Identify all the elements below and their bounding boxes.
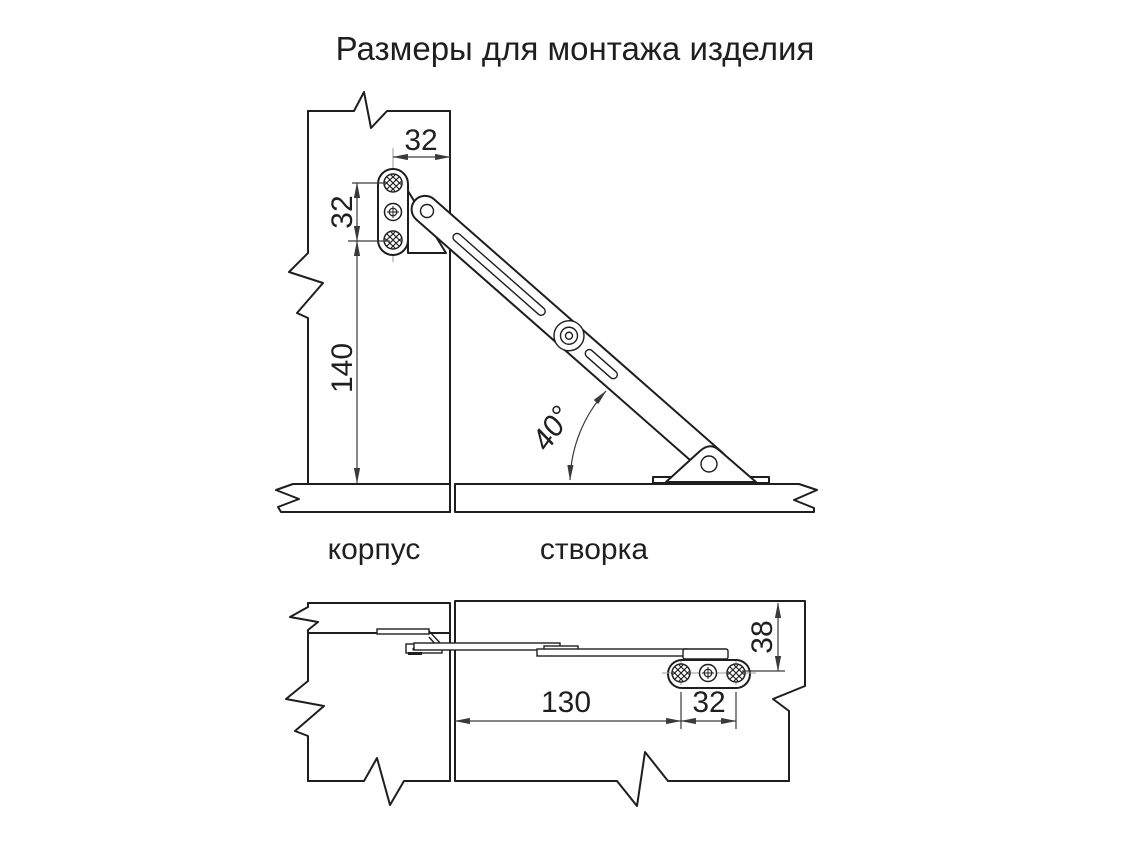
stay-arm — [410, 194, 728, 477]
flap-plate-screw-middle — [698, 663, 718, 683]
stay-arm-lower-folded — [536, 648, 688, 657]
dim-mounting-height-value: 140 — [326, 343, 359, 393]
cabinet-left-edge-top-view — [285, 602, 325, 782]
flap-panel — [454, 483, 818, 513]
flap-bottom-edge-top-view — [454, 751, 790, 807]
cabinet-bracket-tab — [376, 628, 430, 635]
cabinet-panel — [307, 91, 451, 129]
dim-edge-offset-value: 38 — [746, 620, 779, 653]
dim-opening-angle: 40° — [526, 390, 607, 481]
arm-slot-upper — [452, 232, 546, 317]
flap-label: створка — [540, 533, 648, 566]
cabinet-bracket-rivet — [408, 652, 422, 655]
page-title: Размеры для монтажа изделия — [336, 30, 815, 67]
dim-plate-distance: 130 — [454, 686, 682, 729]
top-view: 38 130 32 — [285, 600, 806, 807]
arm-pivot-hole — [419, 203, 435, 219]
cabinet-label: корпус — [328, 533, 421, 566]
dim-plate-edge-offset: 32 — [392, 124, 451, 161]
flap-bracket-hole — [700, 455, 718, 473]
dim-opening-angle-value: 40° — [526, 401, 579, 457]
arm-slot-lower — [584, 348, 619, 380]
cabinet-bottom-edge-top-view — [307, 757, 451, 806]
plate-hinge-tab — [682, 648, 729, 660]
flap-plate-screw-left — [671, 663, 691, 683]
plate-screw-top — [383, 173, 403, 193]
cabinet-panel-left-edge — [288, 110, 324, 485]
flap-panel-top-view — [454, 600, 806, 782]
side-view: 32 32 140 40° корпус створка — [275, 91, 818, 566]
plate-screw-middle — [383, 202, 403, 222]
dim-screw-spacing-side-value: 32 — [326, 195, 359, 228]
dim-screw-spacing-top: 32 — [680, 686, 737, 729]
dim-plate-distance-value: 130 — [541, 686, 591, 719]
dim-edge-offset: 38 — [742, 602, 785, 672]
plate-screw-bottom — [383, 230, 403, 250]
cabinet-bottom-rail — [275, 483, 451, 513]
dim-plate-edge-offset-value: 32 — [404, 124, 437, 157]
flap-plate-screw-right — [726, 663, 746, 683]
folded-stay-mechanism — [376, 628, 729, 660]
dim-screw-spacing-top-value: 32 — [692, 686, 725, 719]
dim-mounting-height: 140 — [326, 240, 361, 484]
dim-screw-spacing-side: 32 — [326, 182, 390, 242]
